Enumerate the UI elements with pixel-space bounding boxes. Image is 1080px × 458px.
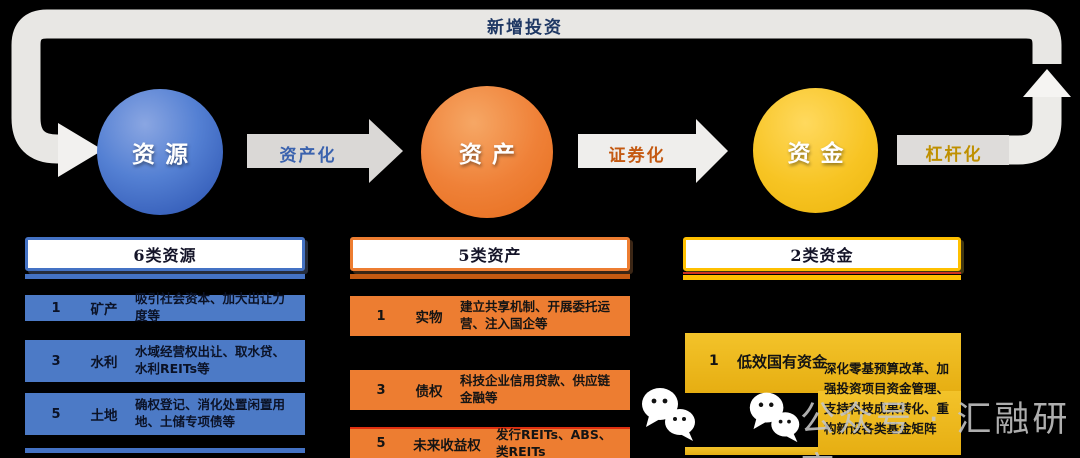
funds-header: 2类资金 [683, 237, 961, 271]
node-assets: 资产 [421, 86, 553, 218]
row-term: 实物 [415, 310, 443, 326]
cycle-label: 新增投资 [487, 18, 563, 38]
assets-header-underline [350, 274, 630, 279]
assetize-arrow-shaft [247, 134, 369, 168]
table-row: 3 债权 科技企业信用贷款、供应链金融等 [350, 370, 630, 410]
funds-row-bar [685, 333, 961, 393]
resources-header-underline [25, 274, 305, 279]
cycle-pipe [11, 9, 1062, 164]
watermark-text: 公众号 · 汇融研究 [800, 400, 1071, 458]
row-number: 3 [51, 353, 61, 369]
row-term: 债权 [415, 384, 443, 400]
row-term: 矿产 [90, 302, 118, 318]
row-description: 深化零基预算改革、加强投资项目资金管理、支持科技成果转化、重构新设各类基金矩阵 [824, 361, 950, 436]
node-resources: 资源 [97, 89, 223, 215]
securitize-label: 证券化 [608, 146, 666, 166]
funds-bottom-strip [685, 447, 818, 455]
row-number: 1 [709, 353, 719, 369]
cycle-arrowhead-icon [58, 123, 103, 177]
row-term: 土地 [90, 408, 118, 424]
funds-desc-box [818, 391, 961, 455]
resources-header: 6类资源 [25, 237, 305, 271]
node-assets-label: 资产 [459, 141, 525, 168]
row-description: 科技企业信用贷款、供应链金融等 [460, 373, 611, 405]
wechat-icon [749, 392, 800, 443]
row-term: 水利 [90, 355, 118, 371]
table-row: 3 水利 水域经营权出让、取水贷、水利REITs等 [25, 340, 305, 382]
assetize-label: 资产化 [279, 146, 337, 166]
row-description: 确权登记、消化处置闲置用地、土储专项债等 [135, 397, 286, 429]
row-description: 水域经营权出让、取水贷、水利REITs等 [135, 344, 286, 376]
table-row: 1 低效国有资金 深化零基预算改革、加强投资项目资金管理、支持科技成果转化、重构… [685, 333, 961, 455]
funds-header-redline [683, 272, 961, 274]
row-number: 5 [376, 436, 386, 451]
row-term: 未来收益权 [413, 437, 481, 454]
table-row: 5 土地 确权登记、消化处置闲置用地、土储专项债等 [25, 393, 305, 435]
assetize-arrowhead-icon [369, 119, 403, 183]
leverage-label-band [897, 135, 1009, 165]
table-row: 5 未来收益权 发行REITs、ABS、类REITs [350, 427, 630, 458]
table-row: 1 实物 建立共享机制、开展委托运营、注入国企等 [350, 296, 630, 336]
assets-header-label: 5类资产 [458, 246, 522, 265]
funds-header-label: 2类资金 [790, 246, 854, 265]
funds-header-underline [683, 275, 961, 280]
row-number: 1 [376, 308, 386, 324]
leverage-label: 杠杆化 [925, 145, 983, 165]
table-row: 1 矿产 吸引社会资本、加大出让力度等 [25, 291, 305, 323]
node-funds-label: 资金 [787, 139, 854, 167]
securitize-arrowhead-icon [696, 119, 728, 183]
node-resources-label: 资源 [132, 141, 198, 168]
row-description: 吸引社会资本、加大出让力度等 [135, 291, 286, 323]
flow-pipes [11, 9, 1071, 183]
row-number: 5 [51, 406, 61, 422]
row-number: 1 [51, 300, 61, 316]
row-description: 建立共享机制、开展委托运营、注入国企等 [460, 299, 611, 331]
node-funds: 资金 [753, 88, 878, 213]
securitize-arrow-shaft [578, 134, 696, 168]
resources-footer-bar [25, 448, 305, 453]
row-number: 3 [376, 382, 386, 398]
assets-header: 5类资产 [350, 237, 630, 271]
wechat-icon [642, 388, 695, 441]
row-term: 低效国有资金 [737, 353, 828, 371]
leverage-pipe [897, 96, 1062, 165]
up-arrowhead-icon [1023, 69, 1071, 97]
resources-header-label: 6类资源 [133, 246, 197, 265]
row-description: 发行REITs、ABS、类REITs [496, 426, 612, 458]
